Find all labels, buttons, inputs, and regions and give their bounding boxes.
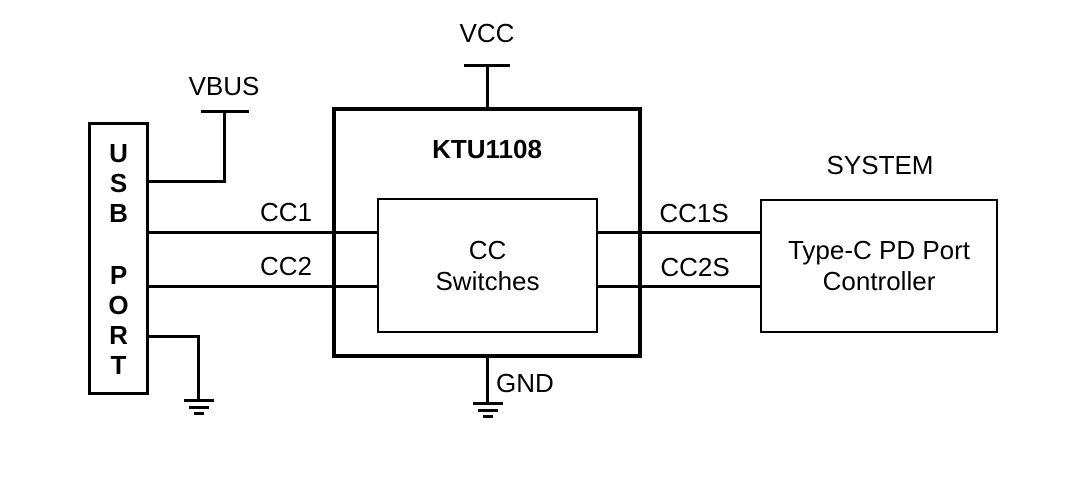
- cc-switches-box: CC Switches: [377, 198, 598, 333]
- usb-port-letter: T: [110, 349, 127, 380]
- usb-port-letter: U: [109, 137, 128, 168]
- usb-ground-wire-horizontal: [149, 335, 200, 338]
- cc2-wire-left: [149, 285, 379, 288]
- vbus-wire-vertical: [223, 110, 226, 183]
- cc1s-wire-right: [596, 231, 761, 234]
- usb-port-letter: B: [109, 197, 128, 228]
- ground-bar: [473, 402, 503, 405]
- cc2-signal-label: CC2: [259, 251, 313, 281]
- pd-controller-box: Type-C PD Port Controller: [760, 199, 998, 333]
- ground-bar: [184, 399, 214, 402]
- usb-port-box: U S B P O R T: [88, 122, 149, 395]
- chip-name-label: KTU1108: [432, 134, 542, 164]
- system-label: SYSTEM: [826, 150, 934, 180]
- cc1-signal-label: CC1: [259, 197, 313, 227]
- vcc-label: VCC: [459, 18, 515, 48]
- cc-switches-label-line2: Switches: [435, 265, 540, 296]
- gnd-wire: [486, 355, 489, 402]
- ground-bar: [194, 412, 204, 415]
- vbus-label: VBUS: [188, 71, 260, 101]
- cc2s-wire-right: [596, 285, 761, 288]
- usb-port-letter: S: [109, 167, 128, 198]
- vcc-wire: [486, 64, 489, 111]
- ground-bar: [189, 406, 209, 409]
- cc-switches-label-line1: CC: [468, 234, 507, 265]
- pd-controller-label-line2: Controller: [822, 266, 936, 296]
- usb-port-letter: R: [109, 319, 128, 350]
- ground-bar: [483, 415, 493, 418]
- cc1s-signal-label: CC1S: [659, 198, 729, 228]
- cc1-wire-left: [149, 231, 379, 234]
- usb-port-letter: O: [108, 289, 129, 320]
- usb-port-letter: P: [109, 259, 128, 290]
- vbus-wire-horizontal: [149, 180, 226, 183]
- cc2s-signal-label: CC2S: [660, 252, 730, 282]
- pd-controller-label-line1: Type-C PD Port: [787, 235, 971, 265]
- gnd-label: GND: [496, 368, 554, 398]
- usb-ground-wire-vertical: [197, 335, 200, 399]
- ground-bar: [478, 409, 498, 412]
